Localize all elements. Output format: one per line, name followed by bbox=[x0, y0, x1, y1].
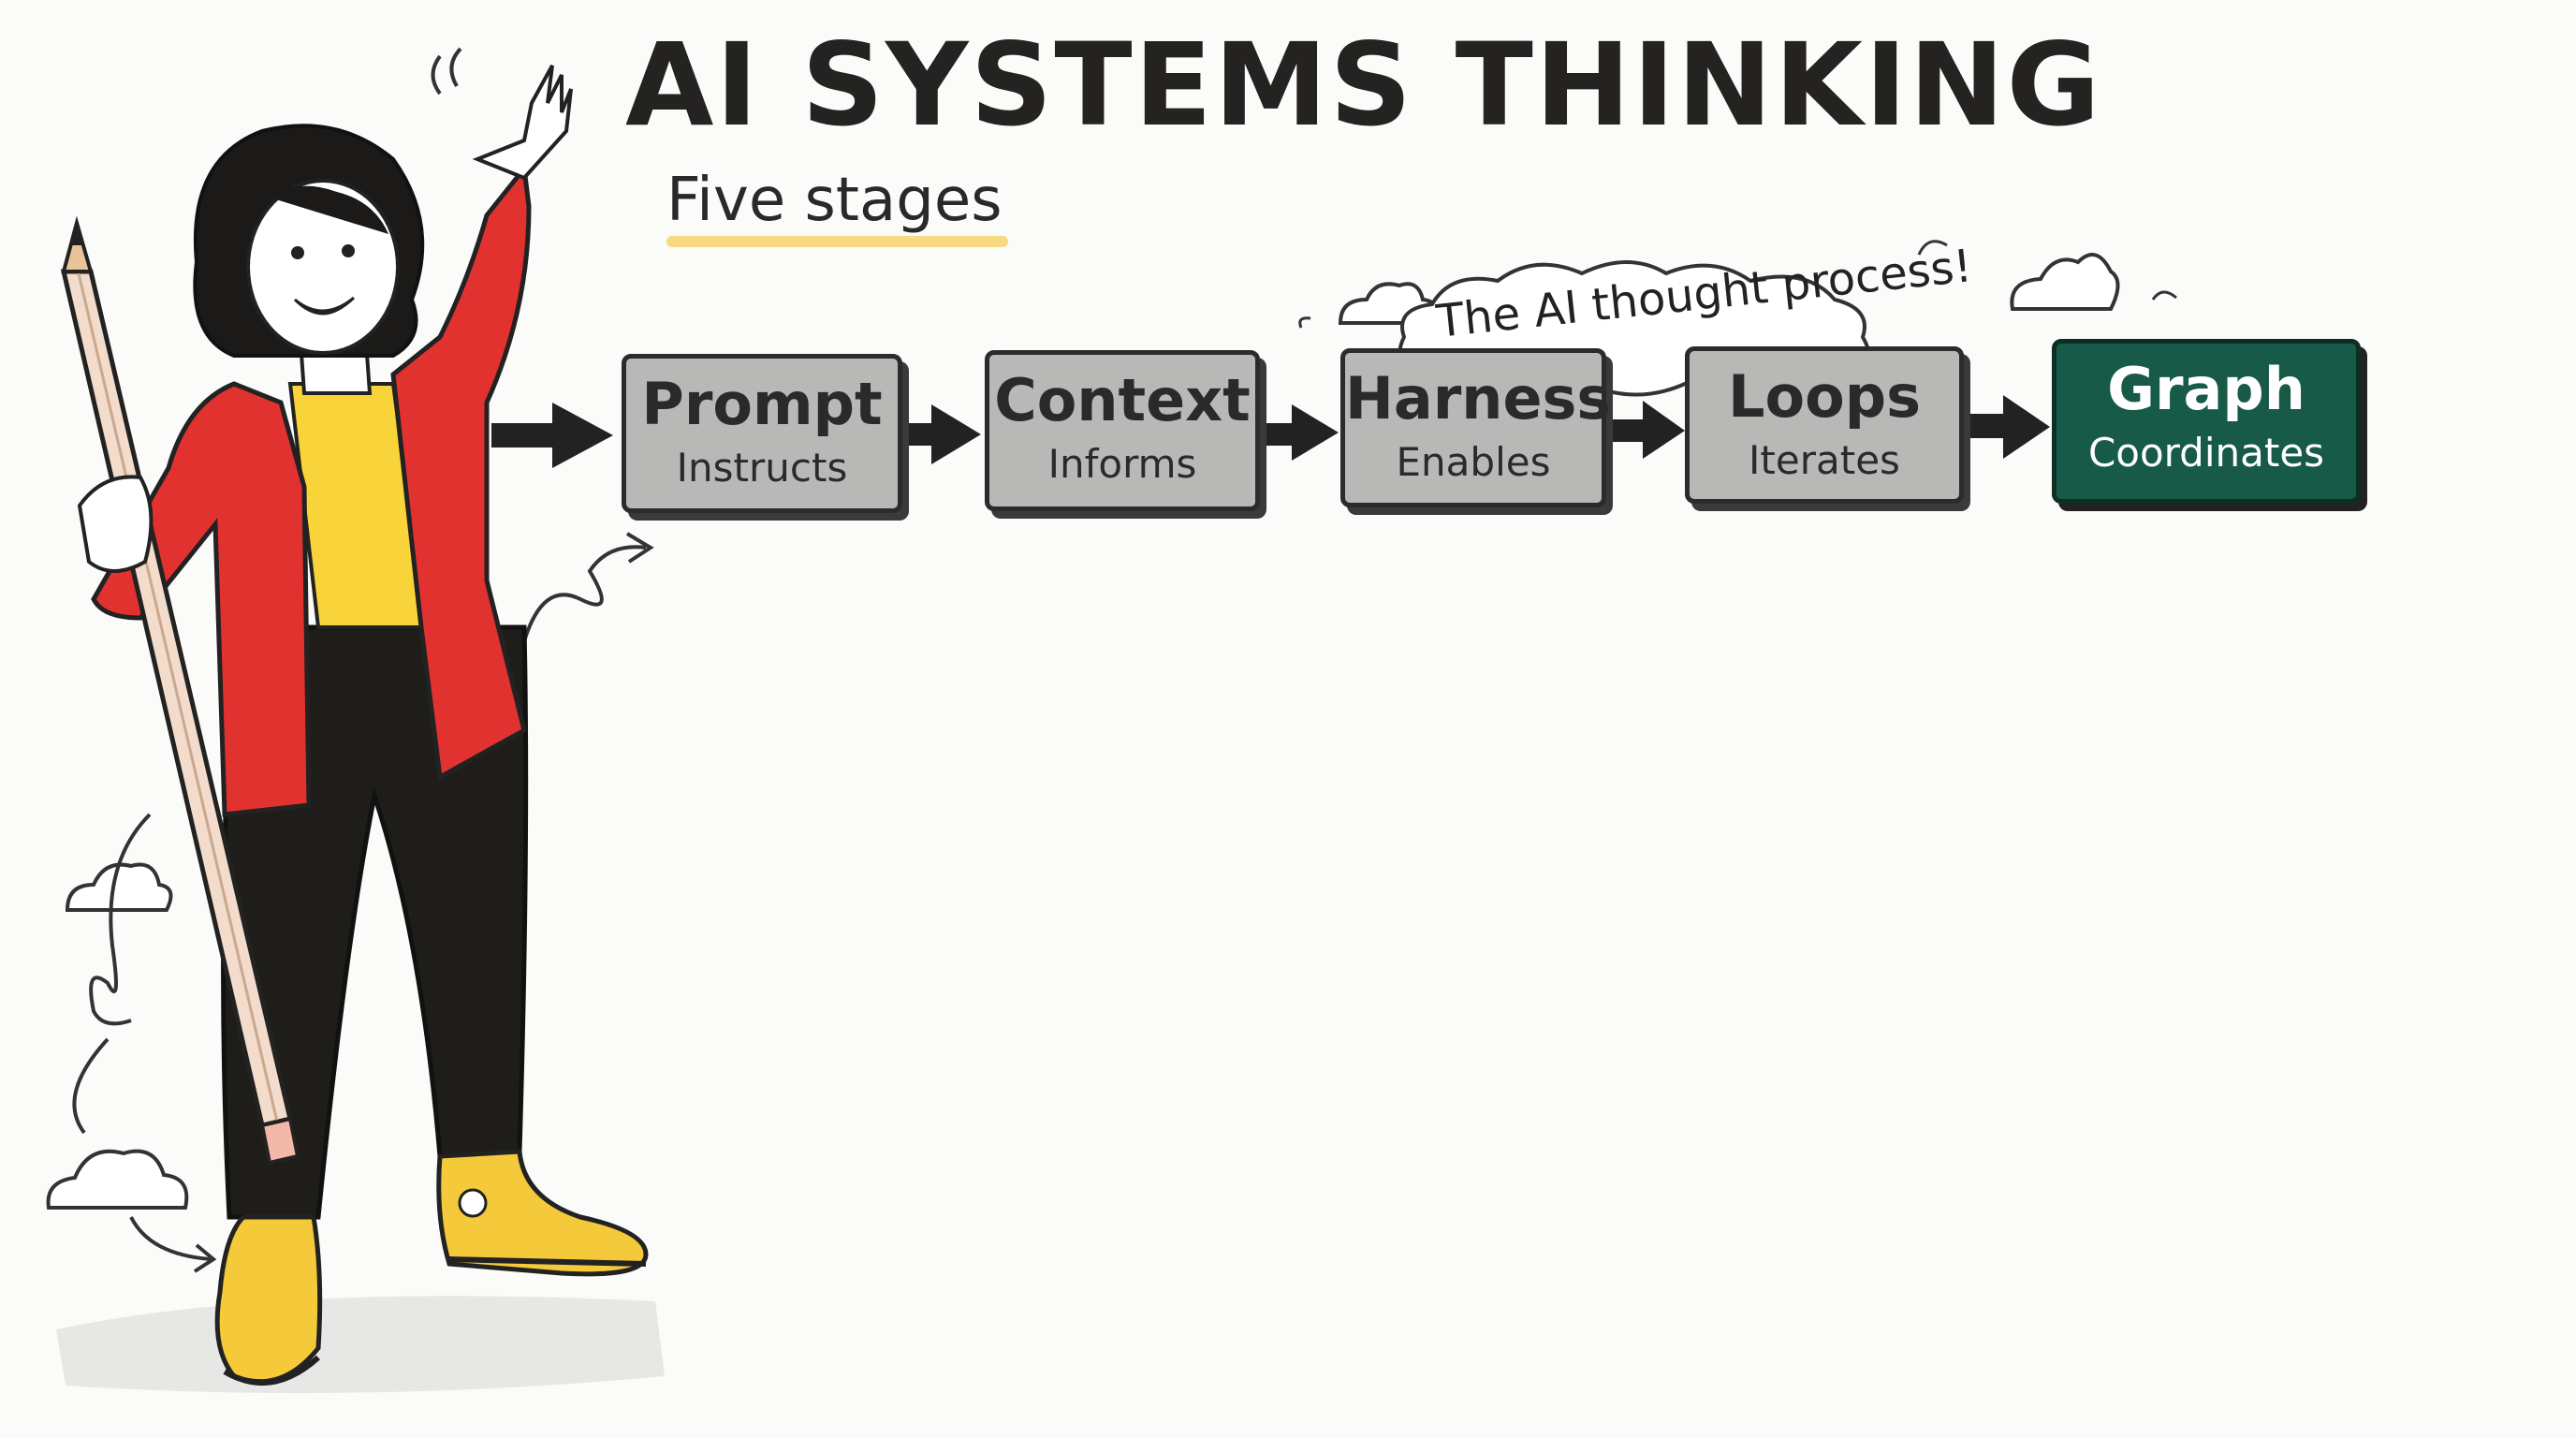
stage-prompt: Prompt Instructs bbox=[622, 354, 902, 513]
cloud-icon bbox=[2010, 253, 2120, 311]
flow-arrow bbox=[1610, 401, 1685, 459]
stage-loops: Loops Iterates bbox=[1685, 346, 1964, 504]
flow-arrow bbox=[899, 404, 981, 464]
stage-name: Loops bbox=[1728, 362, 1921, 431]
jacket bbox=[91, 381, 312, 817]
sneaker-icon bbox=[214, 1214, 323, 1386]
page-subtitle: Five stages bbox=[666, 166, 1003, 235]
jacket bbox=[390, 162, 532, 781]
stage-description: Informs bbox=[1047, 441, 1197, 487]
cloud-icon bbox=[46, 1149, 189, 1210]
page-title: AI SYSTEMS THINKING bbox=[625, 19, 2102, 152]
stage-name: Graph bbox=[2107, 355, 2305, 423]
stage-name: Context bbox=[994, 366, 1251, 434]
stage-name: Prompt bbox=[641, 370, 883, 438]
stage-context: Context Informs bbox=[985, 350, 1260, 511]
flow-arrow bbox=[491, 403, 613, 468]
sneaker-icon bbox=[436, 1149, 649, 1277]
cloud-icon bbox=[65, 862, 173, 912]
subtitle-highlight bbox=[666, 236, 1008, 247]
arrow-line bbox=[129, 1216, 212, 1261]
stage-description: Iterates bbox=[1749, 437, 1900, 483]
flow-arrow bbox=[1966, 395, 2050, 459]
flow-arrow bbox=[1259, 404, 1339, 461]
stage-description: Instructs bbox=[676, 445, 848, 491]
arrow-line bbox=[522, 545, 647, 642]
swirl-line bbox=[72, 813, 152, 1135]
raised-arm bbox=[472, 65, 573, 181]
stage-description: Coordinates bbox=[2087, 430, 2325, 476]
ground-shadow bbox=[56, 1296, 665, 1393]
stage-graph: Graph Coordinates bbox=[2052, 339, 2361, 504]
stage-name: Harness bbox=[1345, 364, 1612, 433]
hand bbox=[77, 475, 154, 573]
stage-description: Enables bbox=[1396, 439, 1551, 485]
stage-harness: Harness Enables bbox=[1340, 348, 1612, 507]
